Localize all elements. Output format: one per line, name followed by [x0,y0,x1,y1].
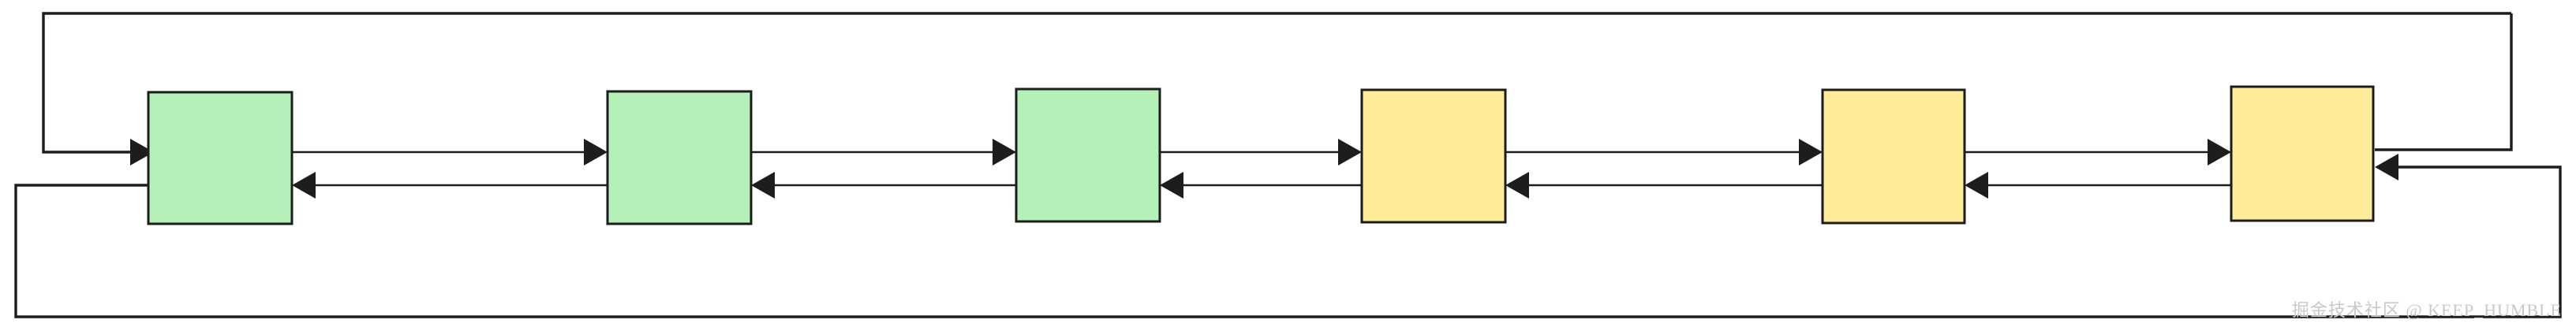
edge-2-to-3-arrow-icon [993,139,1016,166]
edge-5-to-4-arrow-icon [1505,172,1529,199]
edge-4-to-5-arrow-icon [1799,139,1823,166]
edge-6-to-5-arrow-icon [1965,172,1988,199]
edge-5-to-6 [1965,139,2231,166]
edge-1-to-2 [292,139,608,166]
edge-2-to-1 [292,172,608,199]
edge-5-to-4 [1505,172,1823,199]
edge-2-to-3 [751,139,1016,166]
node-5[interactable] [1821,88,1966,225]
edge-5-to-6-arrow-icon [2208,139,2231,166]
node-1[interactable] [147,91,293,225]
edge-4-to-3-arrow-icon [1160,172,1183,199]
node-4[interactable] [1360,88,1507,224]
loop-top-path [42,12,2511,154]
loop-bottom-arrow-icon [2375,154,2398,180]
loop-top-arrow-icon [130,139,154,166]
node-2[interactable] [606,90,753,225]
node-3[interactable] [1015,87,1161,223]
loop-top-riser [2375,13,2513,151]
edge-3-to-2-arrow-icon [751,172,775,199]
edge-6-to-5 [1965,172,2231,199]
edge-4-to-3 [1160,172,1362,199]
edge-3-to-4 [1160,139,1362,166]
edge-4-to-5 [1505,139,1823,166]
edge-1-to-2-arrow-icon [584,139,608,166]
edge-3-to-2 [751,172,1016,199]
edge-loop-top-6-to-1 [42,12,2513,166]
edge-3-to-4-arrow-icon [1338,139,1362,166]
edge-loop-bottom-1-to-6 [14,154,2562,318]
loop-bottom-path [14,166,2562,318]
node-6[interactable] [2230,85,2375,222]
edge-2-to-1-arrow-icon [292,172,316,199]
